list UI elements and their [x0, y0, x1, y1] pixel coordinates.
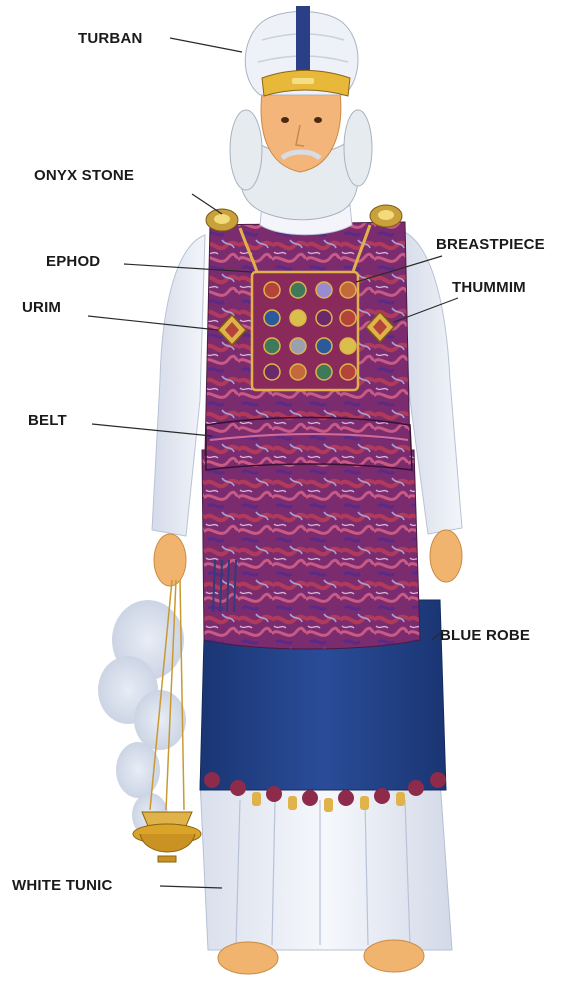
side-hair-right: [344, 110, 372, 186]
label-thummim-text: THUMMIM: [452, 279, 526, 296]
label-urim-text: URIM: [22, 299, 61, 316]
right-hand: [430, 530, 462, 582]
belt-sash: [206, 418, 412, 471]
right-foot: [364, 940, 424, 972]
breastpiece-plate: [252, 272, 358, 390]
label-blue-robe: BLUE ROBE: [432, 627, 530, 644]
left-sleeve: [152, 235, 205, 536]
label-belt-text: BELT: [28, 412, 67, 429]
label-onyx-stone-text: ONYX STONE: [34, 167, 134, 184]
label-ephod-text: EPHOD: [46, 253, 100, 270]
label-breastpiece-text: BREASTPIECE: [436, 236, 545, 253]
left-foot: [218, 942, 278, 974]
label-blue-robe-text: BLUE ROBE: [440, 627, 530, 644]
label-white-tunic-text: WHITE TUNIC: [12, 877, 113, 894]
priest-figure: [98, 6, 462, 974]
label-turban-text: TURBAN: [78, 30, 143, 47]
label-turban: TURBAN: [78, 30, 242, 52]
label-onyx-stone: ONYX STONE: [34, 167, 222, 214]
ephod-skirt: [202, 450, 420, 649]
label-white-tunic: WHITE TUNIC: [12, 877, 222, 894]
side-hair-left: [230, 110, 262, 190]
incense-smoke: [98, 600, 186, 837]
left-hand: [154, 534, 186, 586]
